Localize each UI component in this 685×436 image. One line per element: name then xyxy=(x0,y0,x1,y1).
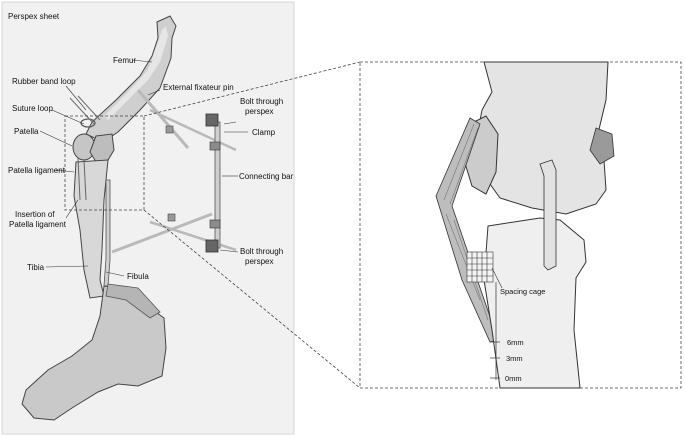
spacing-cage-leader xyxy=(491,267,503,289)
scale-marks xyxy=(490,282,500,380)
bolt-bottom-shape xyxy=(205,239,219,253)
detail-fibula-shape xyxy=(539,159,557,271)
clamp-mid-upper xyxy=(209,141,221,151)
detail-femur-dark xyxy=(589,127,615,165)
pin-lower xyxy=(111,212,213,254)
pin-clamp-lower xyxy=(167,213,176,222)
detail-ligament-fibres xyxy=(443,123,489,321)
right-panel: Spacing cage 6mm 3mm 0mm xyxy=(359,61,682,389)
bolt-through-perspex-bottom-label-1: Bolt through xyxy=(240,247,283,256)
patella-ligament-label: Patella ligament xyxy=(8,166,66,175)
zoom-connectors xyxy=(143,61,361,389)
bolt-through-perspex-top-label-2: perspex xyxy=(245,107,273,116)
clamp-mid-lower xyxy=(209,219,221,229)
suture-loop-label: Suture loop xyxy=(12,104,53,113)
external-fixateur-pin-label: External fixateur pin xyxy=(163,83,234,92)
three-mm-label: 3mm xyxy=(506,354,523,363)
tibia-label: Tibia xyxy=(27,263,45,272)
zoom-box xyxy=(64,115,145,211)
femur-highlight xyxy=(104,26,168,120)
detail-tibia-shape xyxy=(483,217,587,389)
six-mm-label: 6mm xyxy=(507,338,524,347)
bolt-through-perspex-bottom-label-2: perspex xyxy=(245,257,273,266)
left-panel: Perspex sheet Femur Rubber band loop Ext… xyxy=(1,1,295,435)
bolt-through-perspex-top-label-1: Bolt through xyxy=(240,97,283,106)
pin-clamp-upper xyxy=(165,125,174,134)
zero-mm-label: 0mm xyxy=(505,374,522,383)
patella-label: Patella xyxy=(14,127,39,136)
fibula-label: Fibula xyxy=(127,272,149,281)
leader-lines xyxy=(39,59,248,277)
pin-upper-2 xyxy=(149,108,237,152)
pin-upper xyxy=(136,89,190,149)
spacing-cage-label: Spacing cage xyxy=(500,287,545,296)
perspex-sheet-label: Perspex sheet xyxy=(8,12,60,21)
spacing-cage-shape xyxy=(466,251,494,283)
bolt-top-shape xyxy=(205,113,219,127)
clamp-label: Clamp xyxy=(252,128,276,137)
foot-heel-shape xyxy=(105,283,161,319)
femur-label: Femur xyxy=(113,56,136,65)
insertion-label-1: Insertion of xyxy=(15,210,55,219)
connecting-bar-shape xyxy=(214,121,221,249)
insertion-label-2: Patella ligament xyxy=(9,220,67,229)
rubber-band-loop-label: Rubber band loop xyxy=(12,77,76,86)
foot-shape xyxy=(21,285,167,421)
connecting-bar-label: Connecting bar xyxy=(239,172,294,181)
patella-ligament-shape xyxy=(77,157,87,201)
